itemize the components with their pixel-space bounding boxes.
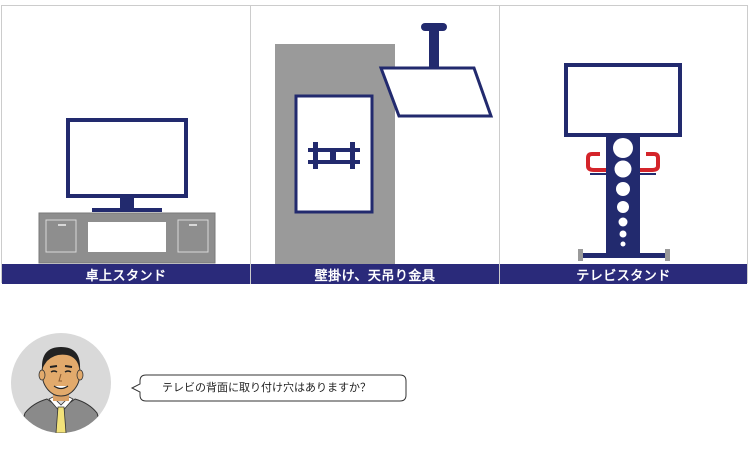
ceiling-mounted-tv [378, 66, 494, 118]
avatar [11, 333, 111, 433]
tv-screen [564, 63, 682, 137]
cabinet-opening [88, 222, 166, 252]
stand-base [580, 253, 668, 258]
stand-column-holes [613, 138, 633, 247]
speech-bubble-shape [130, 374, 407, 402]
ceiling-pole [429, 30, 439, 68]
caption-tabletop-stand: 卓上スタンド [2, 264, 250, 284]
mount-types-illustration: 卓上スタンド 壁掛け、天吊り金具 [1, 5, 748, 284]
tv-screen [66, 118, 188, 198]
businessman-avatar-icon [11, 333, 111, 433]
panel-tv-stand: テレビスタンド [500, 6, 747, 284]
ceiling-plate [421, 23, 447, 31]
tv-neck [120, 198, 134, 208]
panel-tabletop-stand: 卓上スタンド [2, 6, 251, 284]
wall-ceiling-mount-illustration [275, 23, 494, 264]
speech-bubble-text: テレビの背面に取り付け穴はありますか？ [162, 381, 371, 394]
wall-bracket-icon [308, 142, 360, 169]
shelf-arm-right [634, 152, 660, 172]
tabletop-stand-illustration [38, 118, 216, 264]
tv-base [92, 208, 162, 212]
speech-bubble: テレビの背面に取り付け穴はありますか？ [120, 373, 408, 403]
caption-tv-stand: テレビスタンド [500, 264, 747, 284]
shelf-arm-left [586, 152, 612, 172]
panel-wall-ceiling-mount: 壁掛け、天吊り金具 [251, 6, 500, 284]
tv-stand-illustration [564, 63, 682, 261]
caption-wall-ceiling-mount: 壁掛け、天吊り金具 [251, 264, 499, 284]
